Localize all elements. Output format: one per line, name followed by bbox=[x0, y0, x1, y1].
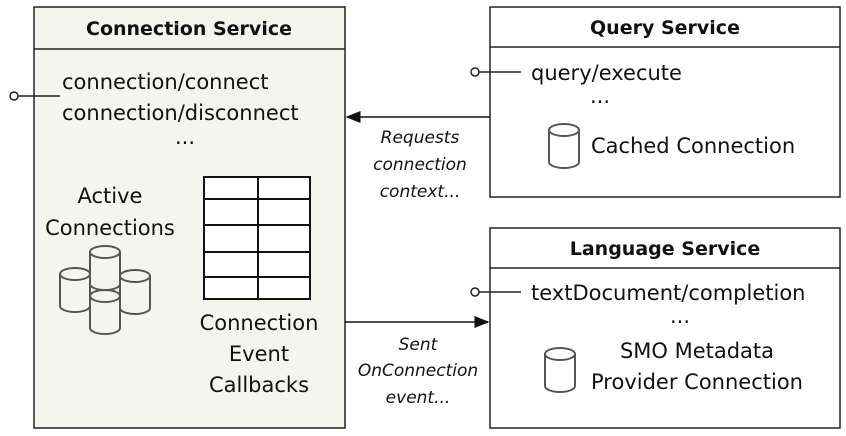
interface-lollipop-icon bbox=[470, 287, 480, 297]
method-disconnect: connection/disconnect bbox=[62, 101, 299, 125]
request-label-3: context... bbox=[380, 182, 461, 202]
query-service-title: Query Service bbox=[590, 17, 740, 39]
method-completion: textDocument/completion bbox=[531, 281, 805, 305]
event-label-2: OnConnection bbox=[358, 361, 478, 381]
language-service-box: Language Service textDocument/completion… bbox=[470, 227, 841, 429]
event-callbacks-label-2: Event bbox=[229, 342, 289, 366]
request-label: Requests bbox=[381, 128, 460, 148]
interface-lollipop-icon bbox=[470, 67, 480, 77]
event-callbacks-label-3: Callbacks bbox=[209, 373, 309, 397]
language-service-title: Language Service bbox=[570, 238, 761, 260]
event-label: Sent bbox=[399, 335, 439, 355]
callbacks-table-icon bbox=[203, 176, 311, 300]
method-ellipsis: ... bbox=[590, 84, 610, 108]
request-label-2: connection bbox=[373, 155, 467, 175]
method-connect: connection/connect bbox=[62, 70, 269, 94]
method-query-execute: query/execute bbox=[531, 61, 682, 85]
active-connections-label: Active bbox=[78, 184, 143, 208]
method-ellipsis: ... bbox=[175, 125, 195, 149]
interface-lollipop-icon bbox=[9, 91, 19, 101]
connection-service-box: Connection Service connection/connect co… bbox=[9, 6, 346, 429]
method-ellipsis: ... bbox=[670, 304, 690, 328]
event-label-3: event... bbox=[386, 388, 451, 408]
smo-connection-label-2: Provider Connection bbox=[591, 370, 803, 394]
cached-connection-label: Cached Connection bbox=[591, 134, 795, 158]
query-service-box: Query Service query/execute ... Cached C… bbox=[470, 6, 841, 198]
active-connections-label-2: Connections bbox=[45, 216, 175, 240]
smo-connection-label: SMO Metadata bbox=[620, 339, 774, 363]
event-callbacks-label: Connection bbox=[200, 311, 319, 335]
connection-service-title: Connection Service bbox=[86, 18, 292, 40]
